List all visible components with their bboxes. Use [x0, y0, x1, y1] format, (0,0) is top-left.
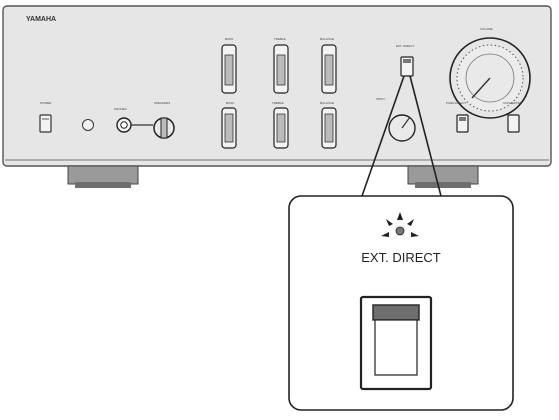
bass-label: BASS	[225, 37, 233, 41]
ext-direct-enlarged-button-body	[374, 319, 418, 376]
power-button	[39, 114, 52, 133]
callout-line-left	[361, 75, 405, 197]
bass-knob	[224, 54, 234, 86]
indicator-lit-icon	[381, 212, 419, 237]
lower-slider-1: BASS	[221, 101, 237, 149]
balance-knob	[324, 54, 334, 86]
lower-slider-3-label: BALANCE	[320, 101, 334, 105]
phones-label: PHONES	[114, 107, 127, 111]
balance-label: BALANCE	[320, 37, 334, 41]
ray-top	[397, 212, 403, 220]
indicator-dot	[395, 226, 405, 236]
ext-direct-callout: EXT. DIRECT	[288, 195, 514, 411]
ext-direct-enlarged-button-cap	[372, 304, 420, 321]
converter-label: CONVERTER	[503, 101, 523, 105]
input-selector-pointer	[401, 116, 411, 129]
ext-direct-button-top	[403, 59, 411, 63]
volume-label: VOLUME	[480, 27, 493, 31]
converter-button	[507, 114, 520, 133]
ray-upper-right	[407, 219, 414, 226]
volume-knob-outer	[449, 37, 531, 119]
ray-right	[411, 232, 419, 237]
lower-slider-3-knob	[324, 113, 334, 143]
left-foot	[67, 165, 139, 185]
amplifier-feet	[67, 165, 479, 188]
phones-jack-inner	[120, 121, 128, 129]
balance-control: BALANCE	[320, 37, 337, 94]
lower-slider-2-knob	[276, 113, 286, 143]
right-foot-base	[415, 182, 471, 188]
ext-direct-small-label: EXT. DIRECT	[396, 44, 415, 48]
amplifier-front-panel: YAMAHA POWER PHONES SPEAKERS BASS TREBLE…	[2, 5, 552, 167]
bass-control: BASS	[221, 37, 237, 94]
callout-line-right	[409, 75, 442, 197]
input-label: INPUT	[376, 97, 385, 101]
ray-upper-left	[386, 219, 393, 226]
standby-indicator	[82, 119, 94, 131]
speakers-knob-grip	[160, 117, 168, 139]
lower-slider-1-label: BASS	[226, 101, 234, 105]
treble-knob	[276, 54, 286, 86]
pure-direct-button-top	[459, 117, 466, 121]
lower-slider-3: BALANCE	[320, 101, 337, 149]
lower-slider-1-knob	[224, 113, 234, 143]
left-foot-base	[75, 182, 131, 188]
brand-logo: YAMAHA	[26, 16, 56, 23]
treble-label: TREBLE	[274, 37, 286, 41]
power-label: POWER	[40, 101, 52, 105]
speakers-label: SPEAKERS	[154, 101, 170, 105]
pure-direct-label: PURE DIRECT	[446, 101, 467, 105]
right-foot	[407, 165, 479, 185]
ray-left	[381, 232, 389, 237]
lower-slider-2: TREBLE	[272, 101, 289, 149]
ext-direct-label: EXT. DIRECT	[361, 250, 441, 265]
volume-knob-pointer	[471, 77, 491, 99]
treble-control: TREBLE	[273, 37, 289, 94]
lower-slider-2-label: TREBLE	[272, 101, 284, 105]
